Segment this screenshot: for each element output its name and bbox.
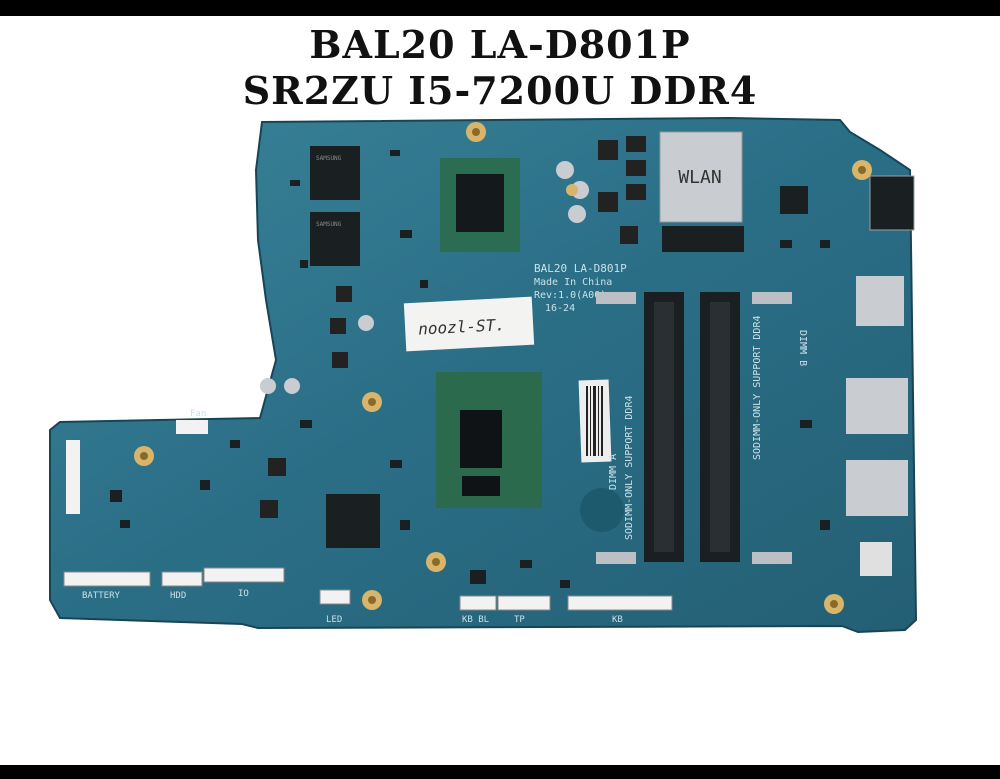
gpu-die — [456, 174, 504, 232]
top-frame-bar — [0, 0, 1000, 16]
battery-connector — [63, 571, 151, 587]
sodimm-a-label: SODIMM-ONLY SUPPORT DDR4 — [624, 396, 635, 541]
fan-connector — [176, 420, 208, 434]
silkscreen-rev: Rev:1.0(A00) — [534, 290, 606, 301]
cpu-die — [460, 410, 502, 468]
audio-jack — [860, 542, 892, 576]
ethernet-chip — [780, 186, 808, 214]
kbbl-connector — [459, 595, 497, 611]
product-title-line-1: BAL20 LA-D801P — [309, 22, 691, 67]
svg-text:SAMSUNG: SAMSUNG — [316, 221, 342, 228]
capacitor — [284, 378, 300, 394]
wlan-shield — [659, 131, 743, 223]
product-title-line-2: SR2ZU I5-7200U DDR4 — [242, 68, 758, 113]
cpu-die-2 — [462, 476, 500, 496]
capacitor — [260, 378, 276, 394]
ethernet-port — [869, 175, 915, 231]
battery-label: BATTERY — [82, 591, 121, 601]
capacitor — [358, 315, 374, 331]
svg-text:SAMSUNG: SAMSUNG — [316, 155, 342, 162]
silkscreen-made-in: Made In China — [534, 277, 612, 288]
io-label: IO — [238, 589, 249, 599]
memory-chip — [310, 146, 360, 200]
ec-controller-chip — [326, 494, 380, 548]
tp-connector — [497, 595, 551, 611]
sticker-text: noozl-ST. — [418, 315, 506, 339]
dimm-b-label: DIMM B — [797, 330, 808, 366]
kbbl-label: KB BL — [462, 615, 489, 625]
hdd-label: HDD — [170, 591, 186, 601]
io-connector — [203, 567, 285, 583]
led-connector — [319, 589, 351, 605]
tp-label: TP — [514, 615, 525, 625]
left-connector — [66, 440, 80, 514]
usb-port — [846, 460, 908, 516]
sodimm-b-label: SODIMM-ONLY SUPPORT DDR4 — [752, 316, 763, 461]
dimm-a-label: DIMM A — [608, 454, 619, 490]
capacitor — [556, 161, 574, 179]
fan-label: Fan — [190, 409, 206, 419]
hdd-connector — [161, 571, 203, 587]
mounting-standoff — [580, 488, 624, 532]
usb-port — [846, 378, 908, 434]
capacitor — [568, 205, 586, 223]
wlan-slot — [662, 226, 744, 252]
bottom-frame-bar — [0, 765, 1000, 779]
wlan-label: WLAN — [678, 167, 721, 188]
silkscreen-model: BAL20 LA-D801P — [534, 262, 627, 275]
kb-connector — [567, 595, 673, 611]
memory-chip — [310, 212, 360, 266]
kb-label: KB — [612, 615, 623, 625]
silkscreen-date: 16-24 — [545, 303, 575, 314]
led-label: LED — [326, 615, 342, 625]
handwritten-sticker — [403, 296, 535, 352]
hdmi-port — [856, 276, 904, 326]
